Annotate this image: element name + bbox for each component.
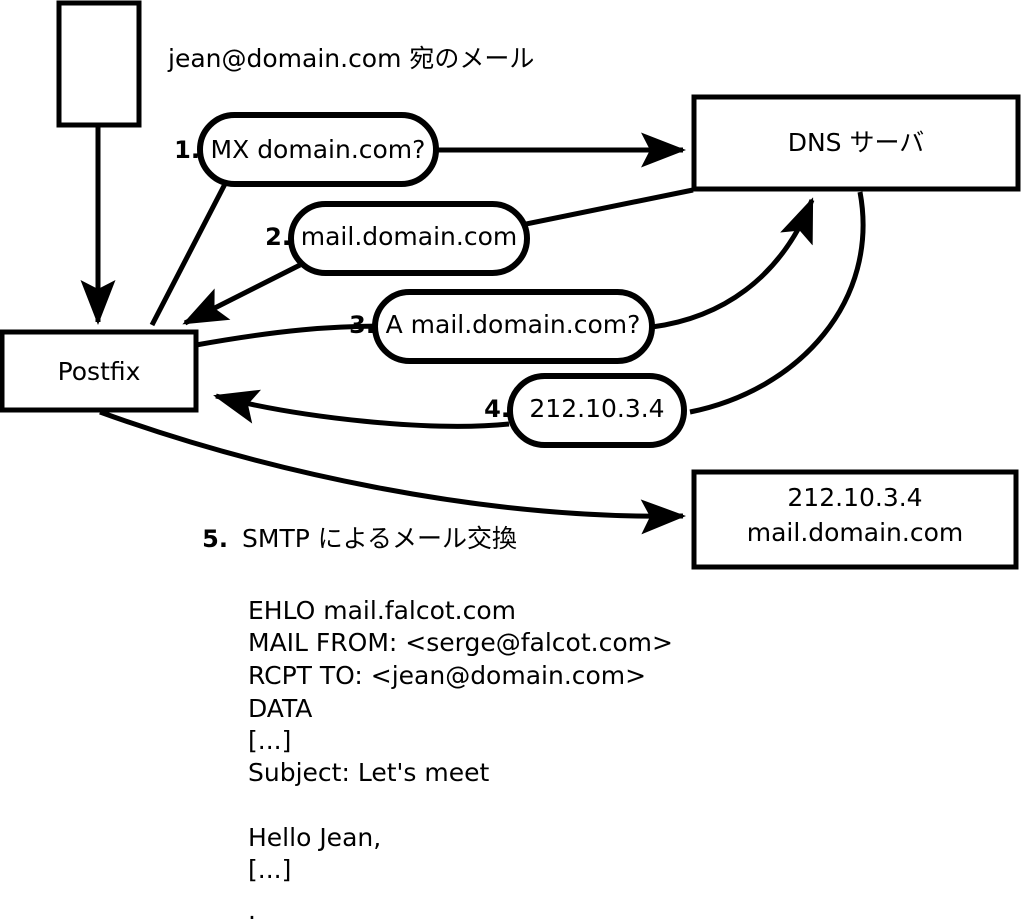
step-5-number: 5. [202,525,228,553]
step-1-pill [197,112,439,187]
step-2-label: mail.domain.com [301,222,517,251]
node-mailserver-host-label: mail.domain.com [747,518,963,547]
transcript-line: [...] [248,855,291,884]
step-1-number: 1. [174,136,200,164]
transcript-line: MAIL FROM: <serge@falcot.com> [248,628,673,657]
node-postfix-label: Postfix [58,357,141,386]
step-3-pill [372,289,655,364]
node-postfix-box [0,329,199,413]
node-mailserver-box [691,469,1019,570]
step-2-pill [288,201,530,276]
node-dns-label: DNS サーバ [788,128,925,157]
step-4-pill [507,373,687,448]
edge-dns-to-postfix-aans [213,389,510,429]
edge-postfix-to-dns-a [651,197,815,330]
transcript-line: DATA [248,694,312,723]
node-mailserver-ip-label: 212.10.3.4 [787,483,922,512]
step-4-number: 4. [484,395,510,423]
step-5-label: SMTP によるメール交換 [242,524,517,553]
edge-postfix-to-dns-mx-tail [149,180,229,327]
step-3-label: A mail.domain.com? [386,310,641,339]
smtp-transcript: EHLO mail.falcot.com MAIL FROM: <serge@f… [248,596,673,919]
step-2-number: 2. [265,223,291,251]
mail-destination-note: jean@domain.com 宛のメール [167,44,534,73]
transcript-line: RCPT TO: <jean@domain.com> [248,661,646,690]
edge-dns-to-postfix-mxans [182,262,302,326]
transcript-line: Hello Jean, [248,823,381,852]
transcript-line: EHLO mail.falcot.com [248,596,516,625]
edge-postfix-to-dns-a-tail [195,323,391,348]
step-4-label: 212.10.3.4 [529,394,664,423]
transcript-line: [...] [248,726,291,755]
transcript-line: Subject: Let's meet [248,758,489,787]
edge-dns-to-postfix-aans-tail [689,191,866,415]
step-1-label: MX domain.com? [211,135,426,164]
node-client-box [56,0,142,128]
step-3-number: 3. [349,311,375,339]
edge-postfix-to-mailserver-smtp [99,409,686,535]
transcript-line: . [248,896,256,919]
node-dns-box [691,94,1021,192]
